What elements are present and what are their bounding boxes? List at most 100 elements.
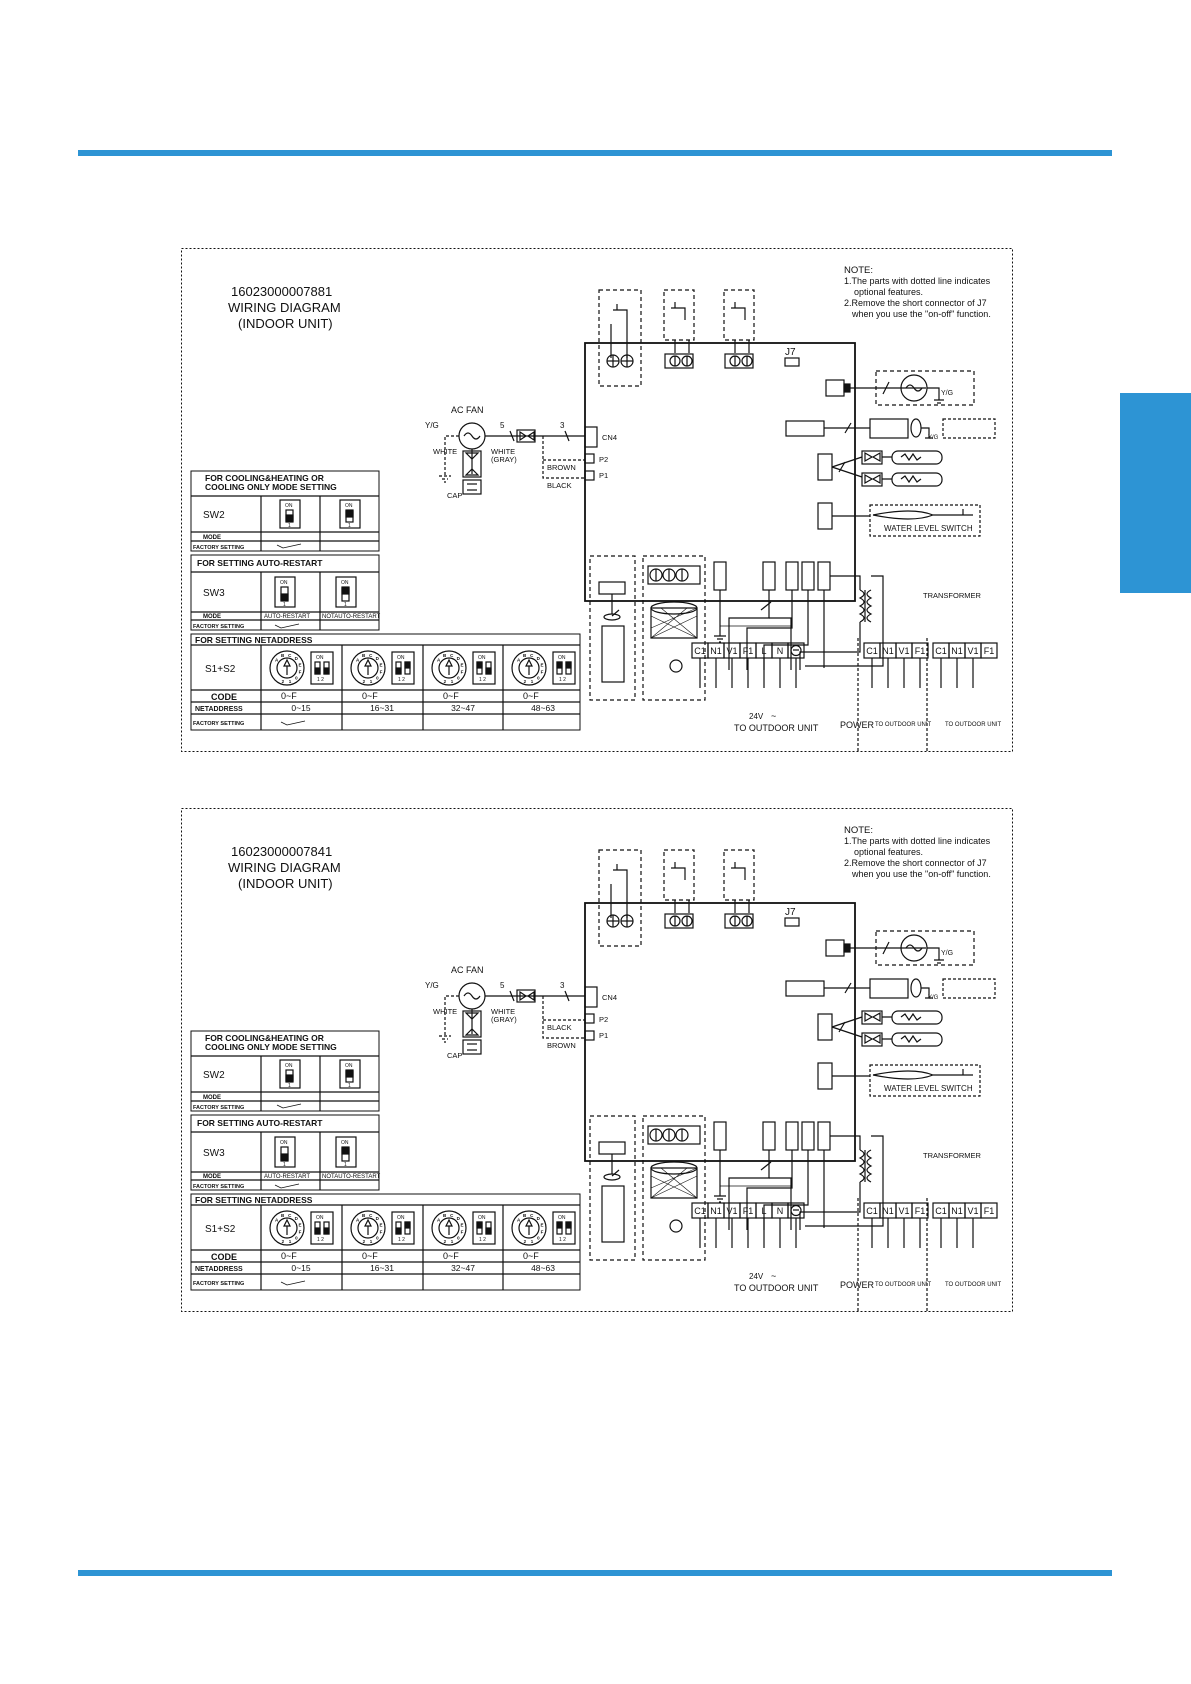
code-value: 0~F <box>523 691 539 701</box>
terminal-label: F1 <box>743 1206 754 1216</box>
sw3-table <box>190 554 380 631</box>
dip-num-label: 1 2 <box>559 677 566 683</box>
footer-rule <box>78 1570 1112 1576</box>
terminal-label: V1 <box>898 1206 909 1216</box>
notes: NOTE: 1.The parts with dotted line indic… <box>844 825 991 879</box>
bottom-connectors <box>713 561 831 643</box>
rotary-dial-icon <box>431 1210 467 1246</box>
fan-wire-count-5: 5 <box>500 421 505 430</box>
upper-wire-label: BROWN <box>547 463 576 472</box>
svg-text:C: C <box>369 653 373 658</box>
svg-text:B: B <box>523 653 527 658</box>
p1-label: P1 <box>599 471 608 480</box>
svg-text:1: 1 <box>289 679 292 684</box>
rotary-dial-icon <box>511 1210 547 1246</box>
lower-wire-label: BROWN <box>547 1041 576 1050</box>
note-line-2b: when you use the "on-off" function. <box>851 869 991 879</box>
diagram-title: WIRING DIAGRAM <box>228 300 341 315</box>
dip-switch-icon <box>391 1211 415 1245</box>
svg-text:E: E <box>540 662 543 667</box>
sw2-mode-label: MODE <box>203 1095 221 1101</box>
code-value: 0~F <box>443 1251 459 1261</box>
svg-text:2: 2 <box>444 1239 447 1244</box>
terminal-label: F1 <box>915 1206 926 1216</box>
svg-text:2: 2 <box>363 1239 366 1244</box>
sw3-table <box>190 1114 380 1191</box>
sw2-name: SW2 <box>203 510 225 521</box>
dip-switch-icon <box>472 651 496 685</box>
code-value: 0~F <box>281 691 297 701</box>
voltage-tilde: ~ <box>771 1271 776 1281</box>
upper-wire-label: BLACK <box>547 1023 572 1032</box>
fan-white-gray-label: WHITE <box>491 1007 515 1016</box>
rotary-dial-icon <box>269 1210 305 1246</box>
netaddress-range: 32~47 <box>451 703 475 713</box>
svg-text:E: E <box>460 662 463 667</box>
svg-text:2: 2 <box>363 679 366 684</box>
dip-num-label: 1 2 <box>398 677 405 683</box>
code-value: 0~F <box>523 1251 539 1261</box>
notes-heading: NOTE: <box>844 265 873 276</box>
svg-text:E: E <box>379 1222 382 1227</box>
netaddress-range: 48~63 <box>531 1263 555 1273</box>
terminal-label: N1 <box>710 1206 722 1216</box>
svg-text:A: A <box>437 1217 441 1222</box>
to-outdoor-unit-small-1: TO OUTDOOR UNIT <box>875 722 932 728</box>
terminal-label: N1 <box>882 646 894 656</box>
svg-text:0: 0 <box>537 676 540 681</box>
rotary-dial-icon <box>511 650 547 686</box>
svg-text:A: A <box>356 657 360 662</box>
sw3-mode-label: MODE <box>203 614 221 620</box>
sw2-factory-label: FACTORY SETTING <box>193 1105 244 1111</box>
svg-text:C: C <box>450 653 454 658</box>
dip-num-label: 1 2 <box>398 1237 405 1243</box>
sw3-num-1: 1 <box>283 1162 286 1168</box>
svg-text:C: C <box>450 1213 454 1218</box>
code-value: 0~F <box>362 691 378 701</box>
terminal-label: C1 <box>866 646 878 656</box>
diagram-frame <box>181 808 1013 1312</box>
fan-yg-label: Y/G <box>425 421 439 430</box>
svg-text:E: E <box>540 1222 543 1227</box>
fan-wire-count-5: 5 <box>500 981 505 990</box>
relay-symbols <box>610 302 750 358</box>
svg-text:F: F <box>461 669 464 674</box>
svg-text:F: F <box>461 1229 464 1234</box>
terminal-label: V1 <box>967 1206 978 1216</box>
terminal-label: N1 <box>882 1206 894 1216</box>
fan-white-label: WHITE <box>433 1007 457 1016</box>
svg-text:B: B <box>362 1213 366 1218</box>
sw2-num-2: 1 <box>348 523 351 529</box>
note-line-2: 2.Remove the short connector of J7 <box>844 858 987 868</box>
dip-switch-icon <box>552 1211 576 1245</box>
netaddress-range: 0~15 <box>291 1263 310 1273</box>
net-heading: FOR SETTING NETADDRESS <box>195 1195 313 1205</box>
sw3-num-1: 1 <box>283 602 286 608</box>
motor-yg-label: Y/G <box>941 390 953 397</box>
svg-text:B: B <box>362 653 366 658</box>
p2-label: P2 <box>599 1015 608 1024</box>
ac-fan-motor <box>439 422 585 495</box>
svg-text:B: B <box>523 1213 527 1218</box>
svg-text:C: C <box>288 653 292 658</box>
svg-text:E: E <box>379 662 382 667</box>
p2-label: P2 <box>599 455 608 464</box>
optional-relay-boxes <box>598 849 755 947</box>
optional-bottom-boxes <box>589 1115 706 1261</box>
fan-yg-label: Y/G <box>425 981 439 990</box>
sw2-table <box>190 1030 380 1112</box>
dip-switch-icon <box>310 651 334 685</box>
sw3-on-1: ON <box>280 1140 288 1146</box>
note-line-2: 2.Remove the short connector of J7 <box>844 298 987 308</box>
svg-text:A: A <box>517 1217 521 1222</box>
lower-wire-label: BLACK <box>547 481 572 490</box>
sw3-name: SW3 <box>203 1148 225 1159</box>
code-value: 0~F <box>362 1251 378 1261</box>
dip-on-label: ON <box>558 1215 566 1221</box>
dip-on-label: ON <box>316 1215 324 1221</box>
svg-text:E: E <box>298 1222 301 1227</box>
ac-fan-label: AC FAN <box>451 965 484 975</box>
net-code-label: CODE <box>211 692 237 702</box>
